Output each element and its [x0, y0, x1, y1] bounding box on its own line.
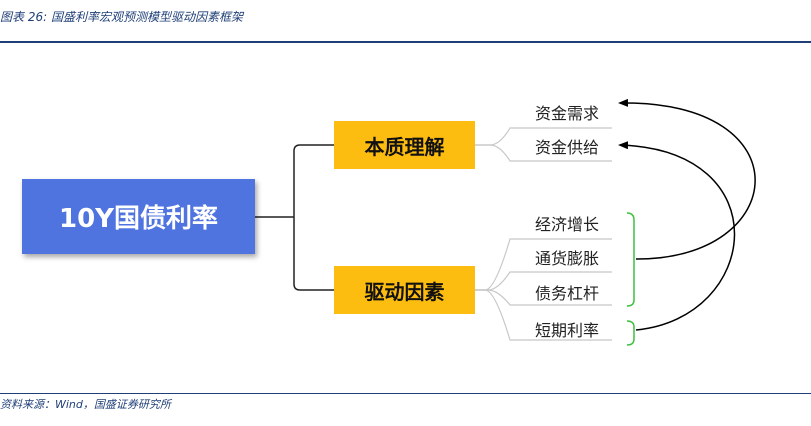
bottom-rule [0, 393, 811, 394]
source-note: 资料来源：Wind，国盛证券研究所 [0, 398, 171, 411]
connector-leaf-5 [475, 289, 612, 306]
top-rule [0, 41, 811, 43]
leaf-short-rate: 短期利率 [534, 321, 599, 340]
leaf-inflation: 通货膨胀 [534, 249, 599, 268]
bracket-short-rate [626, 320, 635, 346]
arrow-to-supply [618, 141, 736, 331]
branch-node-essence: 本质理解 [334, 121, 475, 169]
branch-node-drivers: 驱动因素 [334, 266, 475, 314]
leaf-capital-supply: 资金供给 [534, 138, 599, 157]
connector-leaf-2 [475, 144, 612, 162]
connector-to-drivers [293, 217, 334, 291]
leaf-debt-leverage: 债务杠杆 [534, 284, 599, 303]
connector-leaf-6 [475, 289, 612, 341]
leaf-economic-growth: 经济增长 [534, 215, 599, 234]
figure-caption: 图表 26: 国盛利率宏观预测模型驱动因素框架 [0, 10, 243, 24]
arrow-to-demand [618, 98, 756, 260]
connector-to-essence [293, 144, 334, 217]
bracket-drivers [626, 212, 635, 307]
root-node: 10Y国债利率 [22, 179, 255, 254]
leaf-capital-demand: 资金需求 [534, 104, 599, 123]
